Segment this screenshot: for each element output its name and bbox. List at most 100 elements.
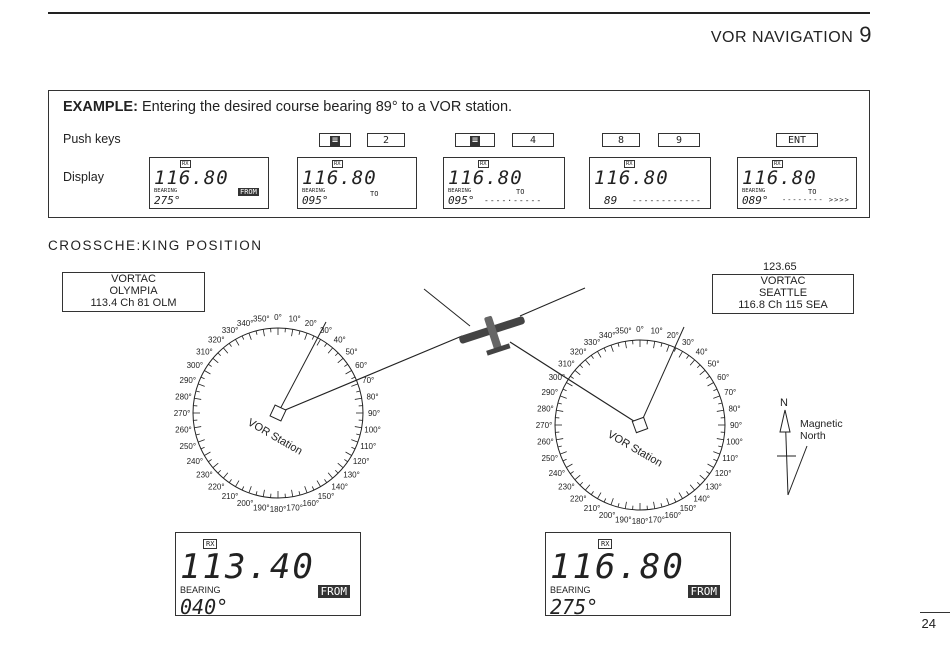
compass-label: 140° — [331, 483, 348, 492]
compass-tick — [298, 330, 301, 335]
compass-label: 210° — [222, 492, 239, 501]
compass-label: 0° — [636, 325, 644, 334]
compass-tick — [562, 388, 567, 392]
compass-tick — [200, 446, 205, 450]
compass-label: 200° — [599, 511, 616, 520]
frequency: 116.80 — [594, 167, 669, 189]
needle-seattle — [639, 326, 685, 426]
compass-tick — [696, 481, 701, 486]
compass-tick — [660, 503, 663, 508]
compass-tick — [686, 355, 690, 359]
key-function[interactable]: ≡ — [319, 133, 351, 147]
compass-tick — [345, 370, 352, 375]
compass-label: 260° — [537, 438, 554, 447]
needle-olympia — [277, 321, 327, 414]
compass-tick — [689, 484, 695, 491]
vor-station-icon — [631, 416, 649, 434]
compass-tick — [617, 503, 620, 508]
compass-tick — [624, 341, 627, 349]
compass-label: 90° — [368, 409, 380, 418]
compass-label: 20° — [305, 319, 317, 328]
compass-label: 90° — [730, 421, 742, 430]
compass-label: 340° — [237, 319, 254, 328]
compass-tick — [197, 383, 205, 387]
compass-tick — [579, 364, 584, 369]
compass-label: 230° — [558, 483, 575, 492]
compass-tick — [666, 344, 670, 352]
compass-label: 70° — [724, 388, 736, 397]
key-2[interactable]: 2 — [367, 133, 405, 147]
compass-label: 280° — [537, 404, 554, 413]
compass-tick — [351, 376, 356, 380]
bearing-label: BEARING — [550, 585, 591, 595]
compass-label: 270° — [174, 409, 191, 418]
compass-label: 330° — [222, 326, 239, 335]
magnetic-text: Magnetic — [800, 418, 843, 430]
frequency: 116.80 — [550, 547, 685, 587]
chapter-number: 9 — [859, 22, 872, 47]
compass-tick — [597, 492, 602, 499]
key-function-2[interactable]: ≡ — [455, 133, 495, 147]
compass-tick — [713, 388, 718, 392]
compass-label: 110° — [360, 442, 376, 451]
compass-tick — [195, 433, 200, 436]
bearing-label: BEARING — [180, 585, 221, 595]
compass-label: 240° — [187, 457, 204, 466]
compass-label: 10° — [651, 326, 663, 335]
compass-label: 160° — [303, 499, 320, 508]
bearing-value: 89 — [604, 194, 618, 207]
key-9[interactable]: 9 — [658, 133, 700, 147]
compass-tick — [689, 359, 695, 366]
compass-tick — [696, 364, 701, 369]
compass-label: 0° — [274, 313, 282, 322]
compass-label: 290° — [542, 388, 559, 397]
compass-label: 210° — [584, 504, 601, 513]
compass-tick — [590, 355, 594, 359]
frequency: 116.80 — [448, 167, 523, 189]
compass-tick — [248, 332, 252, 340]
compass-label: 150° — [680, 504, 697, 513]
compass-tick — [713, 395, 721, 399]
compass-tick — [624, 501, 627, 509]
north-text: North — [800, 430, 826, 442]
compass-tick — [354, 426, 362, 429]
compass-label: 80° — [366, 392, 378, 401]
compass-tick — [208, 363, 212, 367]
lcd-display-1: RX 116.80 BEARING 275° FROM — [149, 157, 269, 209]
compass-label: 260° — [175, 426, 192, 435]
key-8[interactable]: 8 — [602, 133, 640, 147]
compass-label: 40° — [696, 347, 708, 356]
station-type: VORTAC — [760, 275, 806, 287]
compass-label: 250° — [180, 442, 197, 451]
compass-tick — [716, 409, 724, 412]
push-keys-label: Push keys — [63, 132, 121, 146]
compass-label: 180° — [632, 517, 649, 526]
compass-rose-left: 0°10°20°30°40°50°60°70°80°90°100°110°120… — [174, 313, 381, 514]
compass-label: 280° — [175, 392, 192, 401]
compass-tick — [673, 347, 677, 352]
compass-tick — [327, 472, 333, 479]
compass-tick — [324, 479, 328, 483]
key-ent[interactable]: ENT — [776, 133, 818, 147]
compass-tick — [653, 501, 656, 509]
bearing-value: 275° — [550, 595, 599, 619]
key-4[interactable]: 4 — [512, 133, 554, 147]
compass-tick — [217, 352, 222, 357]
station-extra-freq: 123.65 — [763, 261, 797, 273]
compass-tick — [262, 489, 265, 497]
compass-tick — [200, 376, 205, 380]
compass-label: 20° — [667, 331, 679, 340]
compass-tick — [345, 451, 352, 456]
compass-label: 310° — [196, 347, 213, 356]
compass-label: 350° — [615, 326, 632, 335]
compass-tick — [337, 358, 344, 364]
compass-tick — [311, 486, 315, 491]
station-name: SEATTLE — [758, 287, 808, 299]
compass-tick — [610, 498, 614, 506]
compass-label: 180° — [270, 505, 287, 514]
frequency: 116.80 — [302, 167, 377, 189]
rx-indicator: RX — [624, 160, 635, 168]
example-text: Entering the desired course bearing 89° … — [141, 99, 513, 115]
to-flag: TO — [808, 188, 817, 196]
